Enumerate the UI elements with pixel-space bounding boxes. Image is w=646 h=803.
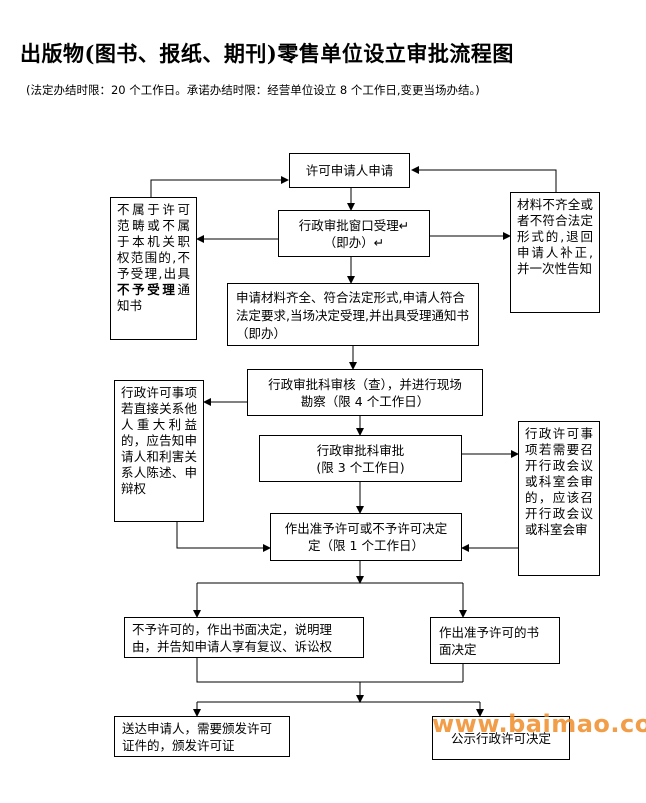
window-line1: 行政审批窗口受理↵ (298, 217, 410, 233)
not-scope-text: 不属于许可范畴或不属于本机关职权范围的,不予受理,出具 (117, 202, 190, 281)
arrow-incomplete-return (411, 166, 557, 192)
deliver-box: 送达申请人，需要颁发许可证件的，颁发许可证 (114, 716, 290, 757)
page-title: 出版物(图书、报纸、期刊)零售单位设立审批流程图 (20, 41, 514, 66)
grant-box: 作出准予许可的书面决定 (430, 617, 560, 664)
deny-box: 不予许可的，作出书面决定，说明理由，并告知申请人享有复议、诉讼权 (124, 617, 364, 658)
approve-line1: 行政审批科审批 (316, 442, 405, 458)
apply-box: 许可申请人申请 (289, 153, 410, 188)
merge-from-deny (196, 658, 463, 683)
review-line1: 行政审批科审核（查），并进行现场 (268, 376, 462, 392)
publish-text: 公示行政许可决定 (450, 730, 551, 746)
approve-box: 行政审批科审批 (限 3 个工作日) (259, 435, 462, 482)
decide-box: 作出准予许可或不予许可决定 定（限 1 个工作日） (270, 513, 462, 561)
decide-line1: 作出准予许可或不予许可决定 (284, 521, 448, 536)
window-accept-box: 行政审批窗口受理↵ （即办）↵ (278, 210, 430, 257)
arrow-interest-to-decide (176, 522, 271, 552)
incomplete-box: 材料不齐全或者不符合法定形式的,退回申请人补正,并一次性告知 (510, 192, 600, 313)
publish-box: 公示行政许可决定 (432, 716, 570, 760)
not-scope-bold: 不予受理 (117, 282, 178, 297)
interest-text: 行政许可事项若直接关系他人重大利益的，应告知申请人和利害关系人陈述、申辩权 (121, 385, 197, 496)
window-line2: （即办）↵ (323, 234, 385, 250)
decide-line2: 定（限 1 个工作日） (308, 538, 424, 553)
not-scope-post: 通知书 (117, 282, 190, 313)
grant-text: 作出准予许可的书面决定 (439, 625, 540, 657)
deliver-text: 送达申请人，需要颁发许可证件的，颁发许可证 (122, 721, 273, 753)
arrow-not-scope-return (150, 176, 289, 197)
deny-text: 不予许可的，作出书面决定，说明理由，并告知申请人享有复议、诉讼权 (132, 622, 333, 654)
review-box: 行政审批科审核（查），并进行现场 勘察（限 4 个工作日） (247, 369, 483, 416)
accept-text: 申请材料齐全、符合法定形式,申请人符合法定要求,当场决定受理,并出具受理通知书（… (236, 290, 469, 341)
watermark: www.baimao.com (432, 710, 646, 738)
meeting-box: 行政许可事项若需要召开行政会议或科室会审的，应该召开行政会议或科室会审 (518, 421, 600, 576)
meeting-text: 行政许可事项若需要召开行政会议或科室会审的，应该召开行政会议或科室会审 (525, 426, 593, 537)
accept-box: 申请材料齐全、符合法定形式,申请人符合法定要求,当场决定受理,并出具受理通知书（… (227, 283, 479, 346)
incomplete-text: 材料不齐全或者不符合法定形式的,退回申请人补正,并一次性告知 (517, 197, 593, 276)
review-line2: 勘察（限 4 个工作日） (300, 393, 430, 409)
interest-box: 行政许可事项若直接关系他人重大利益的，应告知申请人和利害关系人陈述、申辩权 (114, 380, 204, 522)
not-scope-box: 不属于许可范畴或不属于本机关职权范围的,不予受理,出具不予受理通知书 (110, 197, 197, 340)
approve-line2: (限 3 个工作日) (316, 459, 405, 475)
page-subtitle: (法定办结时限：20 个工作日。承诺办结时限：经营单位设立 8 个工作日,变更当… (26, 83, 480, 97)
apply-text: 许可申请人申请 (305, 163, 394, 178)
